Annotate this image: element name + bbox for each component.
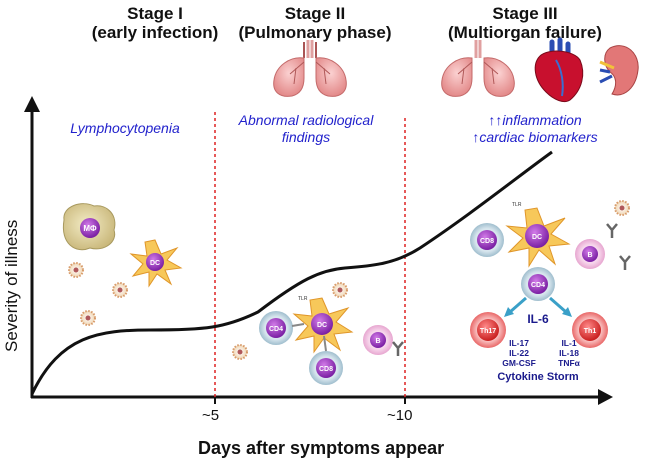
stage-3-subtitle: (Multiorgan failure) [448,23,602,42]
cd8-label-stage-3: CD8 [480,238,494,245]
virus-icon [68,262,84,278]
stage-3-title: Stage III (Multiorgan failure) [410,4,640,42]
x-axis-title: Days after symptoms appear [198,438,445,458]
dc-label-stage-3: DC [532,234,542,241]
cytokine-il17: IL-17 [509,338,529,348]
arrowhead-th17 [504,307,514,317]
antibody-icon [606,223,618,238]
severity-curve [30,150,553,395]
cd4-cell: CD4 [259,311,293,345]
cytokine-storm-label: Cytokine Storm [497,371,579,383]
stage-3-finding-cardiac: ↑cardiac biomarkers [472,129,598,145]
cd4-dc-link [291,323,305,327]
b-cell-label: B [375,338,380,345]
dc-cd8-link [323,335,327,352]
virus-icon [614,200,630,216]
stage-1-finding: Lymphocytopenia [70,120,180,136]
cd8-cell: CD8 [309,351,343,385]
stage-2-name: Stage II [284,4,346,23]
stage-1-name: Stage I [127,4,183,23]
cytokine-list-left: IL-17 IL-22 GM-CSF [494,338,544,368]
arrow-to-th17 [509,296,527,314]
th1-cell: Th1 [572,312,608,348]
y-axis-arrowhead [24,96,40,112]
stage-3-finding-inflammation: ↑↑inflammation [488,112,582,128]
antibody-icon [392,341,404,356]
stage-3-name: Stage III [492,4,558,23]
lungs-icon-stage-3 [441,40,515,97]
b-cell-stage-3: B [575,239,605,269]
arrow-to-th1 [549,296,567,314]
x-axis-arrowhead [598,389,613,405]
cytokine-il18: IL-18 [559,348,579,358]
lungs-icon [273,40,347,97]
dendritic-cell-stage-2: DC [292,297,354,354]
cytokine-list-right: IL-1 IL-18 TNFα [544,338,594,368]
th17-cell: Th17 [470,312,506,348]
cd4-label-stage-3: CD4 [531,282,545,289]
b-cell: B [363,325,393,355]
dc-label-stage-2: DC [317,322,327,329]
heart-icon [534,37,584,103]
y-axis-title: Severity of illness [2,219,21,352]
stage-2-finding: Abnormal radiological findings [238,112,374,145]
stage-2-title: Stage II (Pulmonary phase) [230,4,400,42]
virus-icon [332,282,348,298]
b-cell-label-stage-3: B [587,252,592,259]
il6-label: IL-6 [527,312,549,326]
stage-2-subtitle: (Pulmonary phase) [238,23,392,42]
stage-1-subtitle: (early infection) [91,23,219,42]
arrowhead-th1 [562,307,572,317]
cytokine-gmcsf: GM-CSF [502,358,536,368]
dendritic-cell-stage-3: DC [505,207,571,268]
antibody-icon [619,255,631,270]
dendritic-cell: DC [129,239,183,288]
kidney-icon [599,45,639,96]
virus-icon [112,282,128,298]
macrophage-label: MΦ [83,224,97,233]
cd8-label: CD8 [319,366,333,373]
cytokine-il1: IL-1 [561,338,577,348]
tick-label-day-10: ~10 [387,407,413,424]
tlr-label: TLR [298,296,308,302]
macrophage-cell: MΦ [62,203,116,251]
cd4-label: CD4 [269,326,283,333]
virus-icon [80,310,96,326]
tick-label-day-5: ~5 [202,407,220,424]
th17-label: Th17 [480,328,496,335]
th1-label: Th1 [584,328,597,335]
cytokine-tnfa: TNFα [558,358,580,368]
stage-1-title: Stage I (early infection) [80,4,230,42]
cytokine-il22: IL-22 [509,348,529,358]
virus-icon [232,344,248,360]
tlr-label-stage-3: TLR [512,202,522,208]
stage-3-finding: ↑↑inflammation ↑cardiac biomarkers [440,112,630,146]
cd4-cell-stage-3: CD4 [521,267,555,301]
dc-label: DC [150,260,160,267]
cd8-cell-stage-3: CD8 [470,223,504,257]
